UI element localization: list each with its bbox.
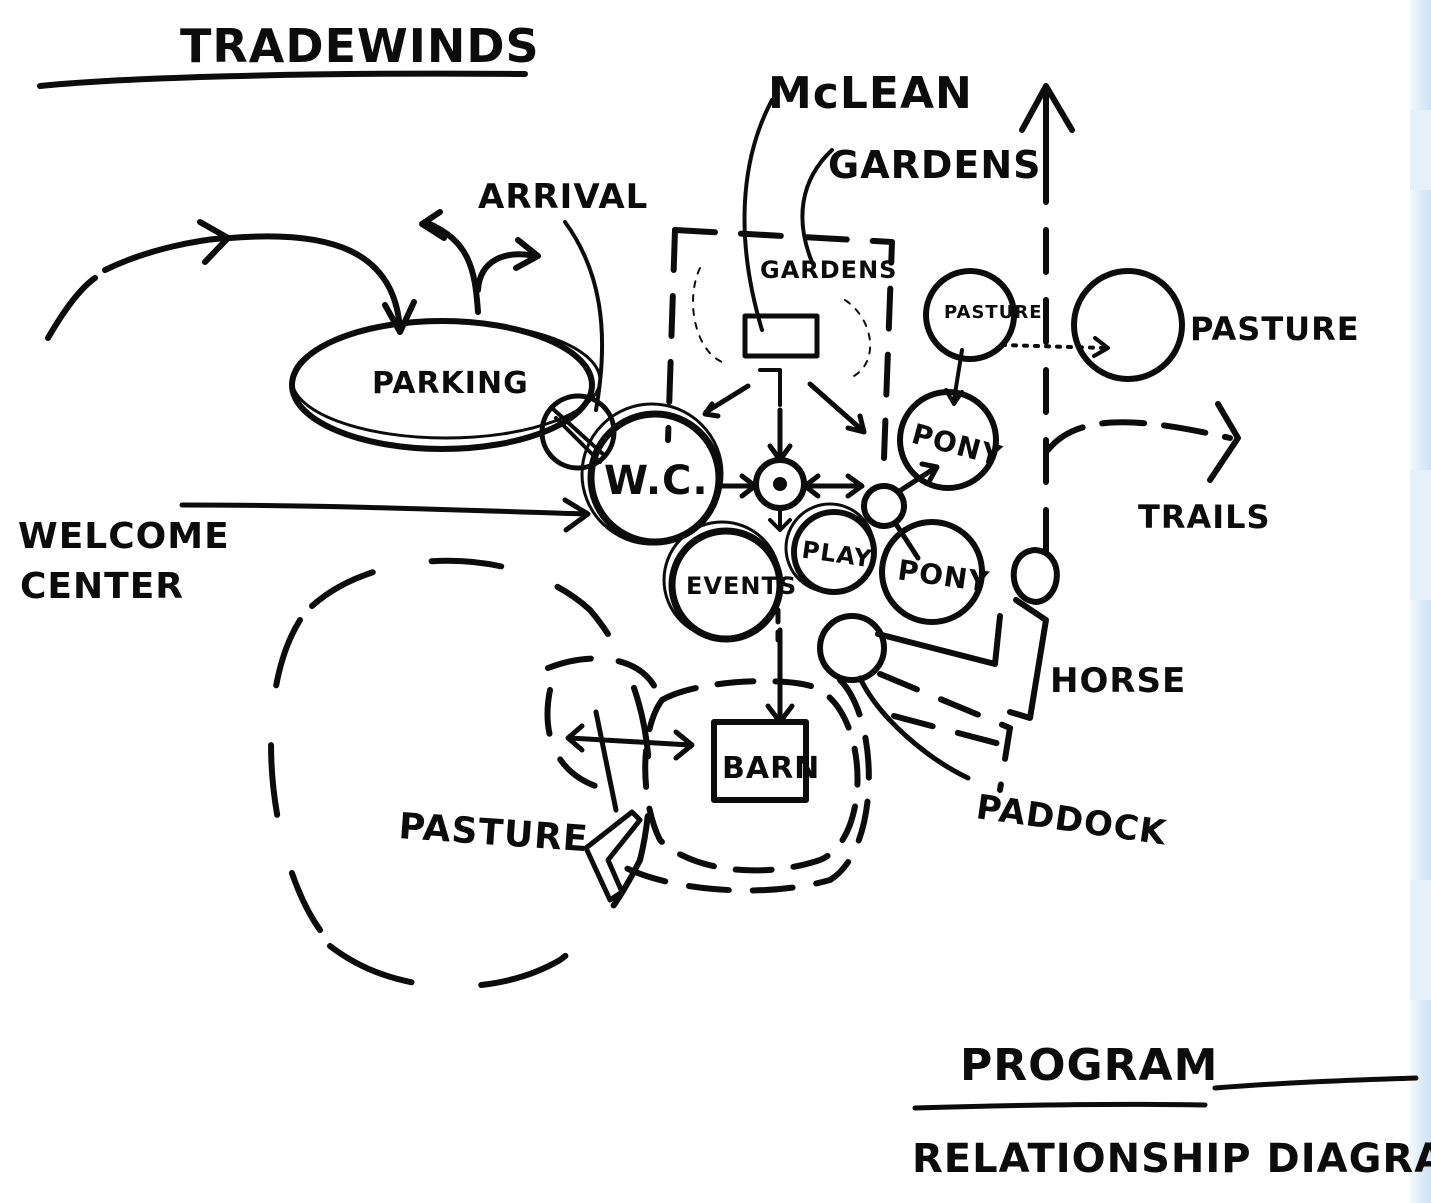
- program-label: PROGRAM: [960, 1040, 1218, 1091]
- pasture-link: [1000, 343, 1107, 350]
- title-underline: [37, 70, 528, 89]
- trail-route: TRAILS: [1019, 83, 1271, 563]
- play-node: PLAY: [784, 502, 877, 595]
- junction-arrow-2: [893, 521, 921, 561]
- program-underline-2: [1212, 1075, 1419, 1091]
- program-underline-1: [912, 1101, 1208, 1111]
- gardens-area-label: GARDENS: [828, 143, 1042, 187]
- pony-node-2: PONY: [879, 519, 992, 625]
- parking-zone: PARKING: [289, 318, 602, 452]
- welcome-label-line1: WELCOME: [18, 516, 230, 557]
- right-edge-band: [1410, 110, 1431, 190]
- trails-label: TRAILS: [1138, 498, 1271, 536]
- arrival-arrows: [419, 209, 541, 315]
- mclean-leader: [742, 98, 774, 332]
- gardens-boundary: GARDENS: [665, 227, 897, 461]
- welcome-leader: [179, 497, 591, 533]
- pasture-right-node: PASTURE: [1071, 268, 1360, 382]
- gardens-leader: [800, 148, 834, 264]
- events-node: EVENTS: [662, 520, 797, 643]
- barn-area: BARN: [565, 607, 872, 903]
- horse-label: HORSE: [1050, 661, 1186, 701]
- gardens-box-label: GARDENS: [760, 256, 897, 284]
- right-edge-band: [1410, 880, 1431, 1000]
- hub-connectors: [702, 381, 867, 532]
- title-text: TRADEWINDS: [180, 19, 540, 73]
- paddock-label: PADDOCK: [974, 787, 1170, 853]
- welcome-label-line2: CENTER: [20, 566, 184, 607]
- horse-facility: HORSE: [875, 547, 1186, 721]
- pasture-main-zone: PASTURE: [268, 557, 663, 990]
- central-hub-node: [753, 457, 807, 511]
- mclean-label: McLEAN: [768, 68, 973, 119]
- approach-road: [45, 219, 417, 341]
- arrival-leader: [563, 220, 605, 412]
- barn-label: BARN: [722, 751, 820, 786]
- pasture-small-label: PASTURE: [944, 302, 1043, 323]
- play-label: PLAY: [800, 536, 874, 574]
- pasture-main-label: PASTURE: [397, 806, 589, 860]
- pasture-small-node: PASTURE: [923, 268, 1043, 406]
- events-label: EVENTS: [686, 572, 797, 600]
- welcome-center-node: W.C.: [580, 402, 724, 546]
- wc-label: W.C.: [604, 458, 709, 504]
- arrival-label: ARRIVAL: [478, 177, 648, 217]
- right-edge-band: [1410, 470, 1431, 600]
- pony-label-2: PONY: [896, 553, 992, 598]
- parking-label: PARKING: [372, 366, 529, 401]
- junction-node: [861, 483, 907, 529]
- pasture-right-label: PASTURE: [1190, 310, 1360, 348]
- pasture-link-arrow: [1092, 336, 1110, 358]
- relationship-label: RELATIONSHIP DIAGRAM: [912, 1136, 1431, 1182]
- pony-node-1: PONY: [897, 389, 1006, 491]
